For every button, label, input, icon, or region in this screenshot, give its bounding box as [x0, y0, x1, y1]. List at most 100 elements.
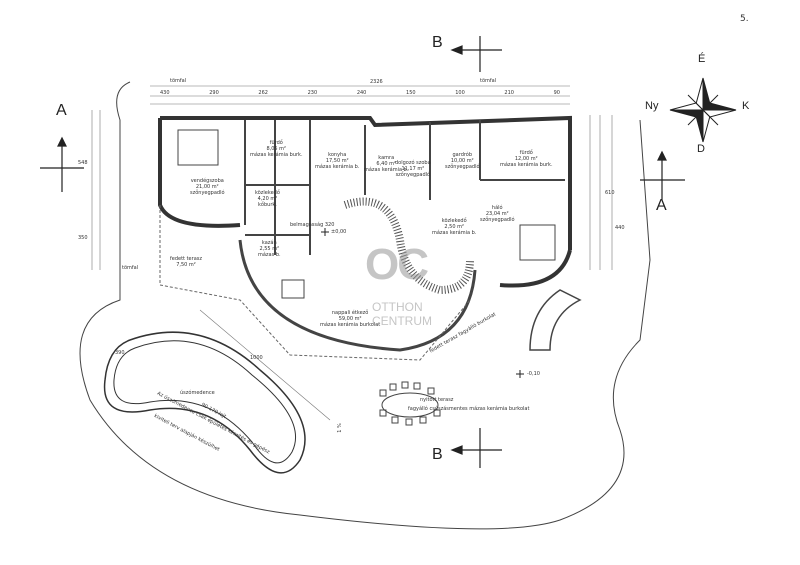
site-boundary: [79, 81, 651, 530]
dimension: 390: [115, 350, 125, 356]
level-markers: [321, 228, 524, 378]
room-name: kamra: [378, 155, 395, 161]
dimension: 230: [307, 90, 318, 96]
wall-label-top: tömfal: [170, 78, 187, 84]
watermark-logo: OC: [365, 240, 429, 289]
room-floor: szőnyegpadló: [395, 172, 431, 178]
compass-south-label: D: [697, 143, 705, 155]
wall-label-left: tömfal: [122, 265, 139, 271]
room-name: fedett terasz: [170, 256, 202, 262]
room-floor: mázas kerámia b.: [315, 164, 360, 170]
watermark-line1: OTTHON: [372, 300, 423, 314]
room-area: 6,40 m²: [376, 161, 397, 167]
section-a-right: A: [656, 197, 667, 214]
pool: [103, 331, 306, 474]
room-floor: szőnyegpadló: [190, 190, 225, 196]
room-name: fürdő: [519, 150, 533, 156]
room-floor: mázas kerámia burk.: [500, 162, 553, 168]
exterior-stair: [529, 289, 582, 351]
room-name: fürdő: [269, 140, 283, 146]
compass-west-label: Ny: [645, 100, 659, 112]
room-name: konyha: [328, 152, 347, 158]
pool-inner-edge: [113, 340, 296, 464]
dimension: 350: [78, 235, 88, 241]
room-area: 10,00 m²: [450, 158, 474, 164]
dimension: 1000: [250, 355, 263, 361]
room-name: háló: [491, 205, 503, 211]
dimension: 290: [209, 90, 219, 96]
living-room-arc-wall: [238, 239, 477, 352]
dimension-lines: [91, 85, 613, 421]
page-number: 5.: [740, 14, 749, 24]
section-markers: [40, 36, 685, 468]
section-b-top: B: [432, 34, 443, 51]
room-name: közlekedő: [255, 190, 280, 196]
dimension: 100: [455, 90, 465, 96]
dimension: 610: [605, 190, 615, 196]
slope-label: 1 %: [336, 423, 343, 433]
dining-table: [281, 279, 305, 299]
room-area: 2,55 m²: [259, 246, 280, 252]
bed-master: [519, 224, 556, 261]
room-area: 17,50 m²: [325, 158, 349, 164]
dimension: 548: [78, 160, 88, 166]
room-floor: szőnyegpadló: [445, 164, 480, 170]
room-name: közlekedő: [441, 218, 467, 224]
interior-walls: [244, 120, 565, 255]
compass-east-label: K: [742, 100, 750, 112]
dimension: 150: [406, 90, 416, 96]
watermark-line2: CENTRUM: [372, 314, 432, 328]
room-area: 2,50 m²: [444, 224, 465, 230]
level-outside-label: -0,10: [527, 371, 540, 377]
section-b-bottom: B: [432, 446, 443, 463]
open-terrace-floor-label: fagyálló csúszásmentes mázas kerámia bur…: [408, 406, 530, 412]
room-area: 23,04 m²: [485, 211, 509, 217]
room-name: nappali étkező: [331, 310, 369, 316]
room-area: 4,20 m²: [257, 196, 278, 202]
room-name: dolgozó szoba: [395, 160, 431, 166]
terrace-outline: [159, 205, 471, 361]
room-name: kazán: [261, 240, 277, 246]
dimension: 240: [356, 90, 367, 96]
room-floor: mázas b.: [258, 252, 281, 258]
dimension-row: 430 290 262 230 240 150 100 210 90: [160, 90, 560, 96]
room-name: vendégszoba: [190, 178, 224, 184]
room-floor: mázas kerámia b.: [364, 167, 409, 173]
open-terrace-label: nyitott terasz: [420, 397, 454, 403]
wall-label-top-right: tömfal: [480, 78, 497, 84]
dimension: 430: [160, 90, 170, 96]
room-floor: mázas kerámia burk.: [250, 152, 303, 158]
terrace-table: [381, 392, 439, 418]
ceiling-height-label: belmagasság 320: [290, 222, 335, 228]
dimension: 210: [504, 90, 514, 96]
room-floor: mázas kerámia b.: [432, 230, 477, 236]
terrace-chairs: [379, 381, 441, 426]
compass-rose-icon: [669, 77, 737, 143]
pool-label: úszómedence: [180, 390, 215, 396]
room-name: gardrób: [452, 152, 473, 158]
dimension: 90: [553, 90, 560, 96]
room-area: 8,05 m²: [266, 146, 287, 152]
room-floor: kőburk.: [258, 202, 277, 208]
room-floor: mázas kerámia burkolat: [320, 322, 381, 328]
room-area: 11,17 m²: [401, 166, 425, 172]
dimension: 440: [615, 225, 625, 231]
dimension: 262: [258, 90, 268, 96]
bed-guest: [177, 129, 219, 166]
room-area: 59,00 m²: [338, 316, 362, 322]
section-a-left: A: [56, 102, 67, 119]
